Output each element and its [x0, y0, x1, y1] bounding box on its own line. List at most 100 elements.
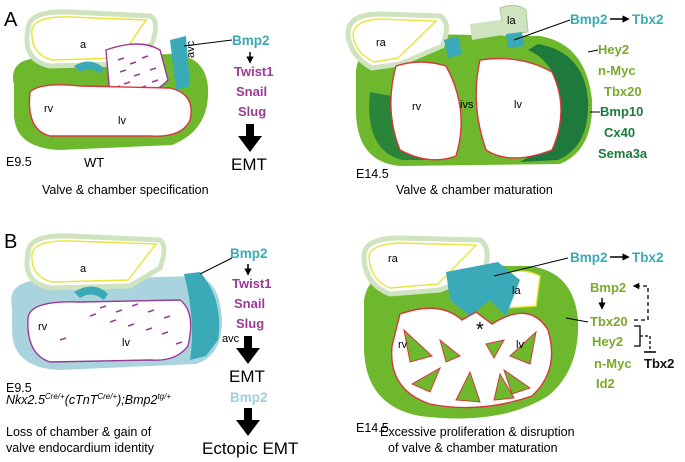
a-right-tbx2: Tbx2	[632, 12, 664, 27]
genotype-sup-1: Cre/+	[45, 392, 65, 401]
b-right-bmp2: Bmp2	[570, 250, 608, 265]
genotype-part-2: (cTnT	[65, 393, 99, 407]
panel-b-right-heart: ra la rv lv * E14.5	[356, 235, 579, 435]
panel-a-left-pathway: Bmp2 Twist1 Snail Slug EMT Valve & chamb…	[42, 33, 274, 197]
a-left-outcome: EMT	[231, 155, 267, 174]
a-left-atrium-endocardium	[31, 16, 148, 61]
panel-a-right-heart: ra la rv ivs lv E14.5	[345, 4, 593, 181]
b-left-stage: E9.5	[6, 381, 32, 395]
genotype-sup-2: Cre/+	[97, 392, 117, 401]
b-right-trabeculae	[403, 328, 537, 403]
b-left-outcome-2: Ectopic EMT	[202, 439, 298, 458]
a-right-lv-lumen	[475, 57, 562, 159]
a-left-stage: E9.5	[6, 155, 32, 169]
b-left-atrium-endocardium	[31, 240, 158, 283]
b-left-bmp2-pointer	[199, 257, 233, 275]
b-left-atrium	[24, 233, 167, 291]
b-right-caption-line-1: Excessive proliferation & disruption	[380, 425, 575, 439]
b-right-cushion	[446, 262, 520, 316]
b-left-avc-bmp2	[184, 272, 220, 360]
b-right-label-lv: lv	[516, 339, 524, 351]
panel-label-b: B	[4, 231, 17, 253]
a-right-compact-layer	[520, 44, 589, 162]
b-left-avc-canal	[74, 286, 108, 300]
a-right-bmp2: Bmp2	[570, 12, 608, 27]
b-right-gene-1: Tbx20	[590, 314, 628, 329]
a-right-gene-dark-1: Bmp10	[600, 104, 643, 119]
a-right-gene-light-1: Hey2	[598, 42, 629, 57]
b-left-gene-2: Snail	[234, 296, 265, 311]
a-left-gene-2: Snail	[236, 84, 267, 99]
a-right-gene-dark-3: Sema3a	[598, 146, 648, 161]
a-left-caption: Valve & chamber specification	[42, 183, 209, 197]
a-right-label-la: la	[507, 15, 516, 27]
a-left-label-rv: rv	[44, 103, 54, 115]
b-left-label-a: a	[80, 263, 87, 275]
genotype-sup-3: tg/+	[157, 392, 171, 401]
a-left-label-avc: avc	[185, 40, 197, 58]
a-left-label-lv: lv	[118, 115, 126, 127]
b-left-big-arrow-1	[236, 336, 260, 364]
genotype-part-1: Nkx2.5	[6, 393, 45, 407]
a-left-ventricle-lumen	[28, 84, 192, 137]
b-left-ectopic-cells	[59, 303, 183, 345]
genotype-part-3: );Bmp2	[115, 393, 157, 407]
b-right-tbx2-repressed: Tbx2	[644, 356, 674, 371]
b-right-bmp2-pointer	[493, 257, 569, 277]
b-right-gene-3: n-Myc	[594, 356, 632, 371]
b-left-label-lv: lv	[122, 337, 130, 349]
b-right-repress-line	[640, 335, 651, 352]
a-left-bmp2: Bmp2	[232, 33, 270, 48]
a-right-bmp2-pointer	[513, 19, 571, 41]
a-right-ra-endocardium	[352, 18, 438, 63]
b-left-lumen	[27, 299, 192, 363]
b-left-bmp2: Bmp2	[230, 246, 268, 261]
b-left-bmp2-lower: Bmp2	[230, 390, 268, 405]
b-left-label-avc: avc	[222, 333, 240, 345]
a-left-genotype: WT	[84, 155, 104, 170]
b-right-feedback-loop	[632, 282, 649, 321]
a-right-compact-left	[369, 92, 430, 160]
b-right-asterisk: *	[476, 319, 484, 341]
a-right-gene-dark-2: Cx40	[604, 125, 635, 140]
a-right-rv-lumen	[390, 61, 462, 161]
a-right-caption: Valve & chamber maturation	[396, 183, 553, 197]
a-left-avc-bmp2	[170, 36, 190, 90]
a-right-ra	[345, 11, 449, 71]
panel-a-left-heart: A a avc rv lv E9.5 WT	[4, 9, 209, 170]
panel-b-left-pathway: Bmp2 Twist1 Snail Slug EMT Bmp2 Ectopic …	[6, 246, 298, 458]
a-right-hey2-pointer	[587, 49, 599, 53]
a-right-outflow	[470, 20, 520, 40]
a-left-gene-3: Slug	[238, 104, 266, 119]
panel-label-a: A	[4, 9, 18, 31]
b-left-outcome-1: EMT	[229, 367, 265, 386]
b-left-caption-line-1: Loss of chamber & gain of	[6, 425, 152, 439]
b-right-caption-line-2: of valve & chamber maturation	[388, 441, 558, 455]
b-left-gene-3: Slug	[236, 316, 264, 331]
a-left-big-arrow	[238, 124, 262, 152]
panel-a-right-pathway: Bmp2 Tbx2 Hey2 n-Myc Tbx20 Bmp10 Cx40 Se…	[396, 12, 664, 197]
b-left-caption-line-2: valve endocardium identity	[6, 441, 155, 455]
a-right-gene-light-2: n-Myc	[598, 63, 636, 78]
b-right-stage: E14.5	[356, 421, 389, 435]
a-right-label-lv: lv	[514, 99, 522, 111]
a-left-label-a: a	[80, 39, 87, 51]
a-right-label-rv: rv	[412, 101, 422, 113]
b-right-label-ra: ra	[388, 253, 399, 265]
b-right-tbx20-pointer	[565, 317, 589, 323]
b-right-gene-2: Hey2	[592, 334, 623, 349]
b-right-bracket	[634, 325, 641, 347]
panel-b-left-heart: B a avc rv lv E9.5	[4, 231, 240, 395]
a-right-label-ra: ra	[376, 37, 387, 49]
b-right-gene-4: Id2	[596, 376, 615, 391]
b-right-tbx2: Tbx2	[632, 250, 664, 265]
a-right-gene-light-3: Tbx20	[604, 84, 642, 99]
a-left-gene-1: Twist1	[234, 64, 274, 79]
b-right-bmp2-second: Bmp2	[590, 280, 626, 295]
a-right-stage: E14.5	[356, 167, 389, 181]
panel-b-right-pathway: Bmp2 Tbx2 Bmp2 Tbx20 Hey2 n-Myc Id2 Tbx2…	[380, 250, 674, 455]
b-left-big-arrow-2	[236, 408, 260, 436]
a-right-label-ivs: ivs	[460, 99, 474, 111]
a-right-valve-1	[444, 36, 462, 58]
